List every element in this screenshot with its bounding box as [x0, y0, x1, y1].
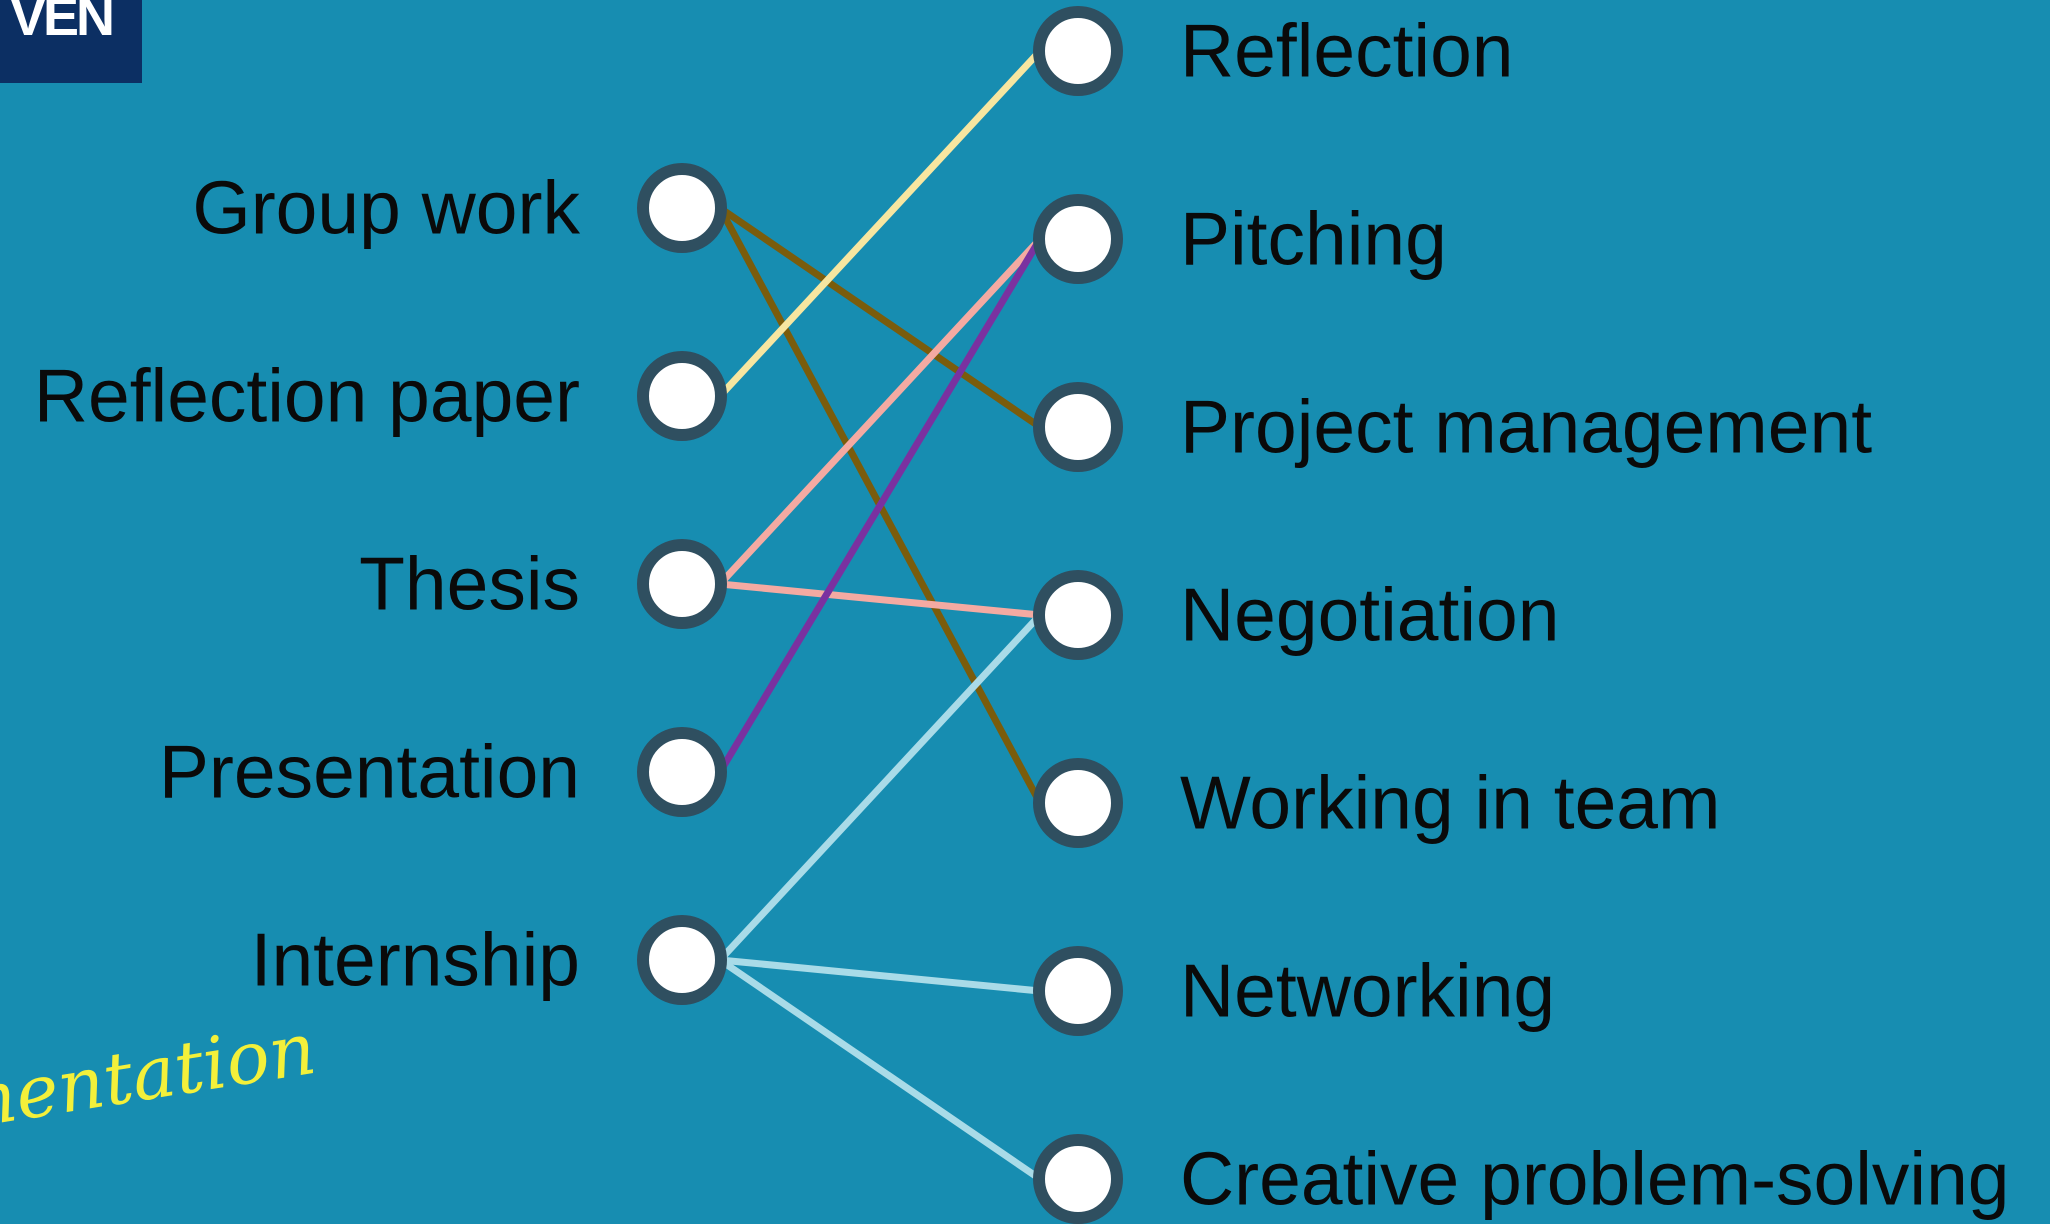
right-label-negotiation: Negotiation: [1180, 572, 1560, 657]
connection-thesis-to-negotiation: [716, 580, 1044, 619]
node-group-work: [637, 163, 727, 253]
node-presentation: [637, 727, 727, 817]
left-label-internship: Internship: [250, 917, 580, 1002]
right-label-networking: Networking: [1180, 948, 1556, 1033]
node-creative-problem-solving: [1033, 1134, 1123, 1224]
node-working-in-team: [1033, 758, 1123, 848]
node-reflection: [1033, 6, 1123, 96]
right-label-working-in-team: Working in team: [1180, 760, 1721, 845]
node-internship: [637, 915, 727, 1005]
left-label-group-work: Group work: [192, 165, 580, 250]
node-pitching: [1033, 194, 1123, 284]
left-label-reflection-paper: Reflection paper: [33, 353, 580, 438]
right-label-pitching: Pitching: [1180, 196, 1447, 281]
left-label-presentation: Presentation: [158, 729, 580, 814]
connection-group-work-to-project-management: [716, 204, 1044, 431]
connection-internship-to-negotiation: [716, 611, 1044, 964]
node-project-management: [1033, 382, 1123, 472]
connection-internship-to-networking: [716, 956, 1044, 995]
logo: VEN: [0, 0, 142, 83]
right-label-reflection: Reflection: [1180, 8, 1514, 93]
connection-presentation-to-pitching: [716, 235, 1044, 776]
node-reflection-paper: [637, 351, 727, 441]
connection-thesis-to-pitching: [716, 235, 1044, 588]
node-networking: [1033, 946, 1123, 1036]
right-label-project-management: Project management: [1180, 384, 1873, 469]
logo-text: VEN: [9, 0, 115, 47]
right-label-creative-problem-solving: Creative problem-solving: [1180, 1136, 2010, 1221]
connection-reflection-paper-to-reflection: [716, 47, 1044, 400]
node-thesis: [637, 539, 727, 629]
left-label-thesis: Thesis: [359, 541, 580, 626]
node-negotiation: [1033, 570, 1123, 660]
connection-lines: [716, 47, 1044, 1183]
connection-internship-to-creative-problem-solving: [716, 956, 1044, 1183]
